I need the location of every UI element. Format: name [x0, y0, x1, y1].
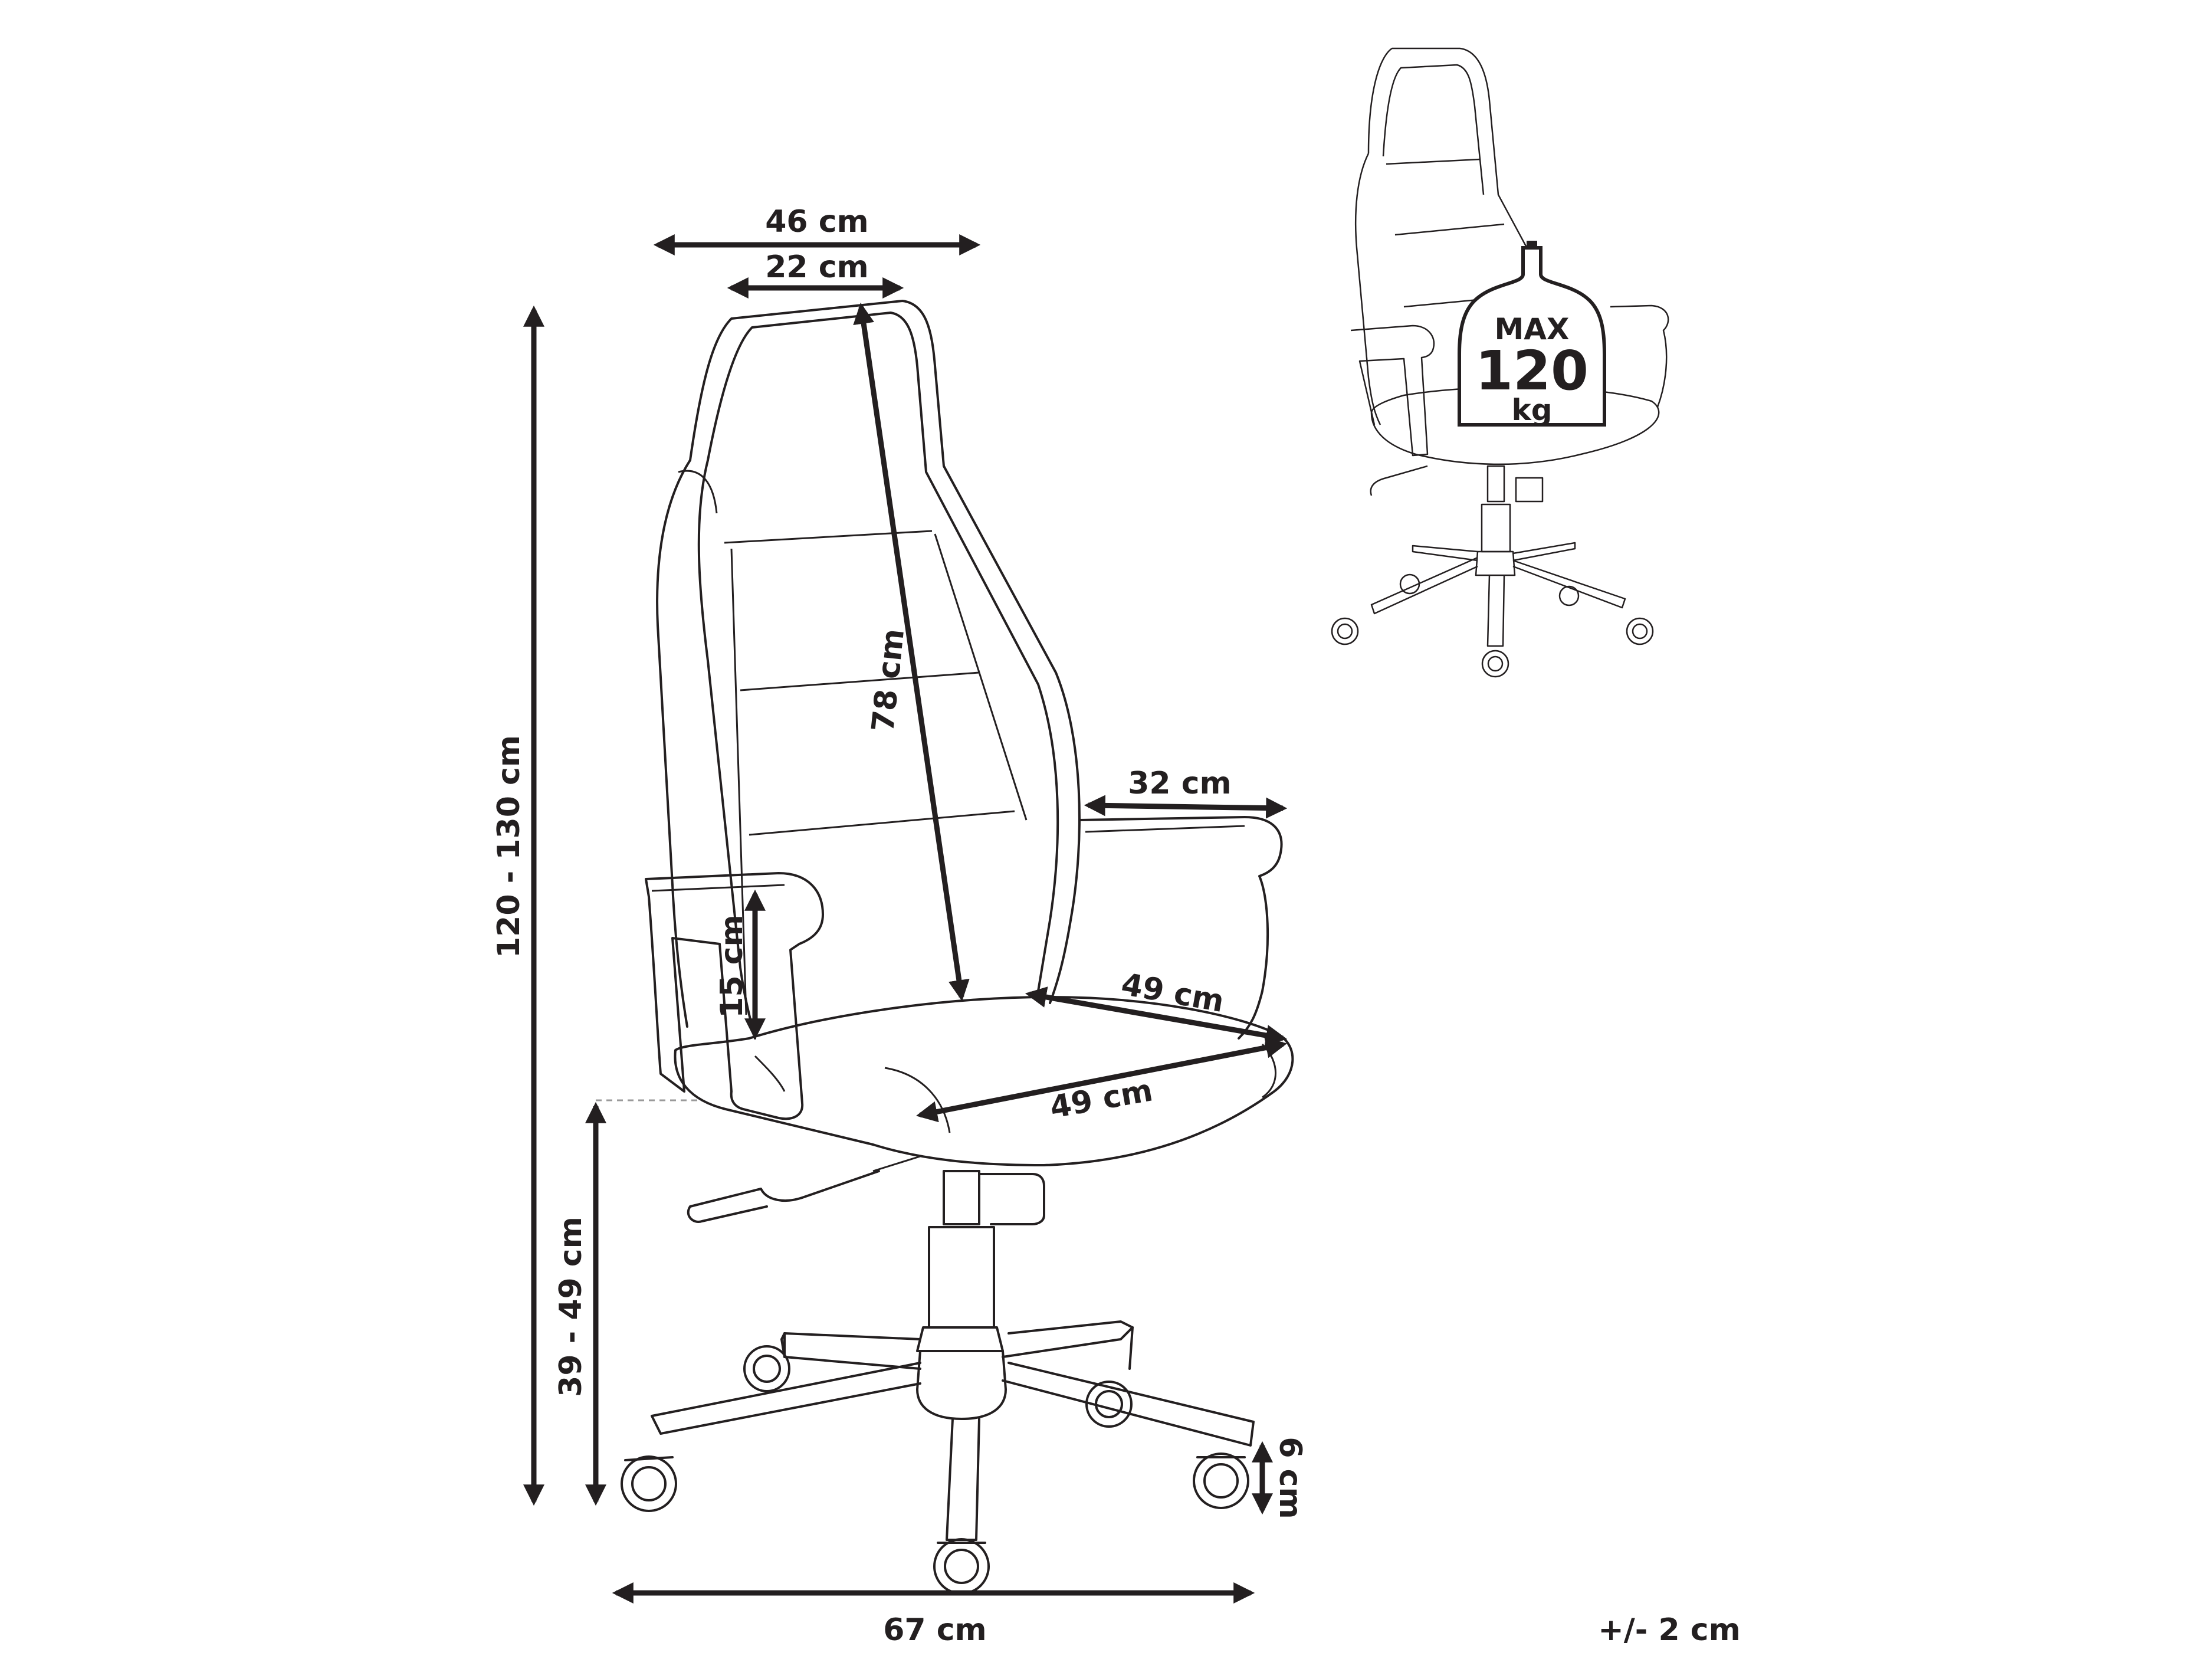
max-load-label: MAX: [1494, 312, 1569, 346]
label-tolerance: +/- 2 cm: [1598, 1612, 1741, 1648]
label-headrest-width: 22 cm: [765, 250, 868, 285]
caster-back-left: [743, 1345, 790, 1392]
label-base-width: 67 cm: [883, 1612, 986, 1648]
caster-left: [621, 1455, 677, 1512]
label-wheel-height: 6 cm: [1272, 1437, 1308, 1519]
main-chair-drawing: [596, 300, 1294, 1595]
label-backrest-height: 78 cm: [865, 627, 911, 734]
label-armrest-length: 32 cm: [1128, 766, 1231, 801]
max-load-weight-icon: MAX 120 kg: [1458, 241, 1606, 427]
max-load-unit: kg: [1511, 393, 1552, 427]
caster-right: [1193, 1453, 1249, 1509]
label-armrest-height: 15 cm: [714, 914, 750, 1018]
label-total-height: 120 - 130 cm: [491, 735, 527, 958]
label-seat-width: 49 cm: [1047, 1073, 1155, 1126]
caster-front: [933, 1538, 990, 1595]
dimension-arrows: [523, 234, 1288, 1604]
label-seat-height: 39 - 49 cm: [553, 1217, 589, 1397]
max-load-value: 120: [1475, 339, 1589, 402]
label-backrest-width: 46 cm: [765, 204, 868, 240]
caster-back-right: [1085, 1381, 1133, 1428]
